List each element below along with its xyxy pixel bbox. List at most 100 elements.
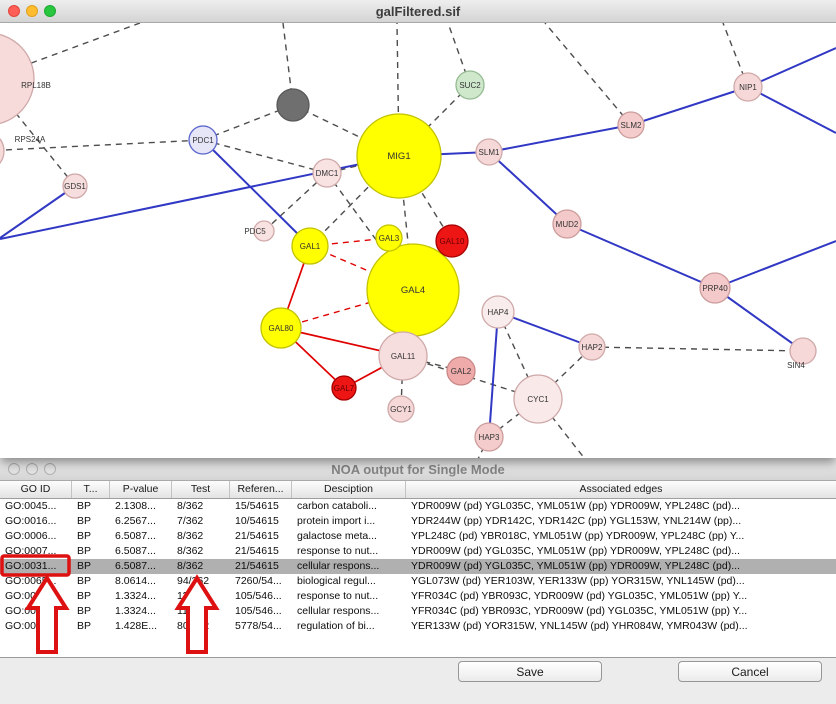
edge-suc2-mig1 [398, 84, 471, 157]
noa-window-title: NOA output for Single Mode [331, 461, 505, 477]
edge-nip1-offscreen [747, 47, 836, 88]
cell-description: response to nut... [297, 590, 379, 602]
node-suc2[interactable] [455, 70, 485, 100]
node-cyc1[interactable] [513, 374, 563, 424]
cell-go_id: GO:0045... [5, 500, 57, 512]
cell-description: response to nut... [297, 545, 379, 557]
cell-associated_edges: YFR034C (pd) YBR093C, YDR009W (pd) YGL03… [411, 605, 748, 617]
column-header-reference[interactable]: Referen... [230, 481, 292, 498]
cell-type: BP [77, 575, 92, 587]
node-gal80[interactable] [260, 307, 302, 349]
edge-pdc1-dmc1 [202, 139, 328, 174]
node-gal2[interactable] [446, 356, 476, 386]
node-slm1[interactable] [475, 138, 503, 166]
node-label-gal7: GAL7 [334, 384, 355, 393]
cell-p_value: 8.0614... [115, 575, 156, 587]
node-label-slm1: SLM1 [479, 148, 500, 157]
cell-test: 11/362 [177, 605, 209, 617]
cell-test: 8/362 [177, 530, 204, 542]
node-dark[interactable] [276, 88, 310, 122]
cell-type: BP [77, 590, 92, 602]
cell-reference: 105/546... [235, 590, 282, 602]
zoom-button[interactable] [44, 5, 56, 17]
column-header-description[interactable]: Desciption [292, 481, 406, 498]
cell-reference: 21/54615 [235, 545, 279, 557]
node-nip1[interactable] [733, 72, 763, 102]
edge-nip1-offscreen [747, 86, 836, 134]
node-gal7[interactable] [331, 375, 357, 401]
edge-prp40-sin4 [714, 287, 804, 352]
edge-dark-mig1 [292, 104, 400, 157]
node-hap4[interactable] [481, 295, 515, 329]
node-label-gal2: GAL2 [451, 367, 472, 376]
node-gal11[interactable] [378, 331, 428, 381]
cell-test: 80/362 [177, 620, 210, 632]
edge-slm1-slm2 [488, 124, 632, 153]
node-pdc5[interactable] [253, 220, 275, 242]
node-label-prp40: PRP40 [702, 284, 728, 293]
minimize-button[interactable] [26, 463, 38, 475]
node-label-mig1: MIG1 [387, 151, 410, 162]
close-button[interactable] [8, 5, 20, 17]
node-hap2[interactable] [578, 333, 606, 361]
column-header-p_value[interactable]: P-value [110, 481, 172, 498]
node-label-suc2: SUC2 [459, 81, 481, 90]
zoom-button[interactable] [44, 463, 56, 475]
cell-p_value: 6.2567... [115, 515, 156, 527]
node-rpl18b[interactable] [0, 33, 35, 125]
edge-pdc1-gal1 [202, 139, 311, 247]
network-window-titlebar[interactable]: galFiltered.sif [0, 0, 836, 23]
node-gds1[interactable] [62, 173, 88, 199]
node-gcy1[interactable] [387, 395, 415, 423]
cell-reference: 21/54615 [235, 530, 279, 542]
edge-hap4-hap3 [488, 311, 499, 438]
node-gal3[interactable] [375, 224, 403, 252]
node-mig1[interactable] [356, 113, 442, 199]
cell-p_value: 1.3324... [115, 590, 156, 602]
column-header-type[interactable]: T... [72, 481, 110, 498]
node-sin4[interactable] [789, 337, 817, 365]
node-dmc1[interactable] [312, 158, 342, 188]
button-bar: Save Cancel [0, 657, 836, 704]
node-mud2[interactable] [552, 209, 582, 239]
network-canvas[interactable]: RPL18BRPS24AGDS1PDC1MIG1SUC2SLM1SLM2NIP1… [0, 23, 836, 458]
node-pdc1[interactable] [188, 125, 218, 155]
node-hap3[interactable] [474, 422, 504, 452]
column-header-go_id[interactable]: GO ID [0, 481, 72, 498]
cell-type: BP [77, 620, 92, 632]
minimize-button[interactable] [26, 5, 38, 17]
node-prp40[interactable] [699, 272, 731, 304]
node-slm2[interactable] [617, 111, 645, 139]
cell-associated_edges: YPL248C (pd) YBR018C, YML051W (pp) YDR00… [411, 530, 745, 542]
close-button[interactable] [8, 463, 20, 475]
node-gal1[interactable] [291, 227, 329, 265]
cell-associated_edges: YGL073W (pd) YER103W, YER133W (pp) YOR31… [411, 575, 745, 587]
cell-associated_edges: YER133W (pd) YOR315W, YNL145W (pd) YHR08… [411, 620, 748, 632]
cell-p_value: 6.5087... [115, 530, 156, 542]
cell-description: galactose meta... [297, 530, 377, 542]
node-rps24a[interactable] [0, 131, 5, 171]
edge-hap2-sin4 [591, 346, 804, 352]
cell-associated_edges: YFR034C (pd) YBR093C, YDR009W (pd) YGL03… [411, 590, 748, 602]
save-button[interactable]: Save [458, 661, 602, 682]
cell-test: 8/362 [177, 560, 204, 572]
noa-window-titlebar[interactable]: NOA output for Single Mode [0, 458, 836, 481]
cancel-button[interactable]: Cancel [678, 661, 822, 682]
cell-associated_edges: YDR009W (pd) YGL035C, YML051W (pp) YDR00… [411, 560, 740, 572]
node-label-gal10: GAL10 [440, 237, 465, 246]
node-gal10[interactable] [435, 224, 469, 258]
cell-description: cellular respons... [297, 560, 380, 572]
column-header-associated_edges[interactable]: Associated edges [579, 483, 663, 495]
column-header-test[interactable]: Test [172, 481, 230, 498]
cell-go_id: GO:0050... [5, 620, 57, 632]
